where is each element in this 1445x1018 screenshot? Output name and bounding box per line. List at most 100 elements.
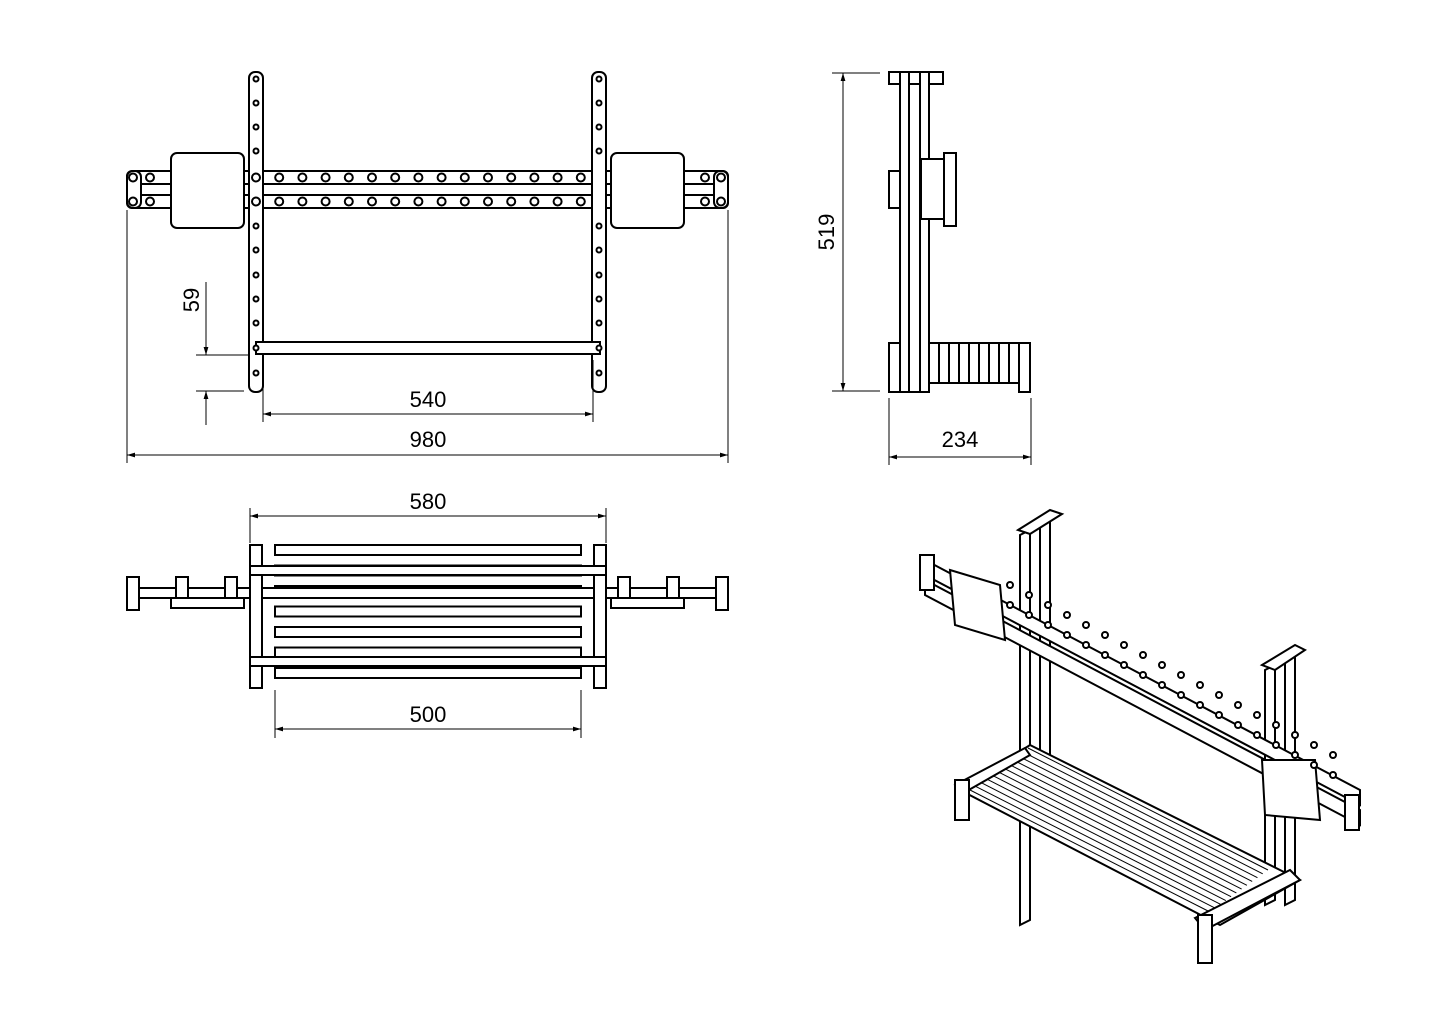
- bolt-hole: [1044, 601, 1052, 609]
- isometric-view: [919, 508, 1361, 964]
- bolt-hole: [1158, 661, 1166, 669]
- front-view: [126, 71, 729, 393]
- upright-hole: [252, 222, 260, 230]
- dim-label-980: 980: [410, 427, 447, 452]
- front-dimensions: 540 980 59: [126, 210, 729, 463]
- bolt-hole: [716, 196, 726, 207]
- bolt-hole: [1101, 651, 1109, 659]
- bolt-hole: [1082, 641, 1090, 649]
- bolt-hole: [413, 196, 424, 207]
- shelf-slat: [938, 342, 950, 384]
- bolt-hole: [700, 172, 710, 183]
- upright-hole: [252, 295, 260, 303]
- bolt-hole: [1234, 701, 1242, 709]
- bolt-hole: [413, 172, 424, 183]
- upright-hole: [595, 295, 603, 303]
- bolt-hole: [1139, 651, 1147, 659]
- bolt-hole: [1253, 711, 1261, 719]
- upright-hole: [252, 344, 260, 352]
- bolt-hole: [1310, 741, 1318, 749]
- dim-label-500: 500: [410, 702, 447, 727]
- upright-hole: [595, 75, 603, 83]
- side-view: [888, 71, 1031, 393]
- iso-plate-left: [948, 568, 1007, 642]
- upright-hole: [252, 271, 260, 279]
- bolt-hole: [1310, 761, 1318, 769]
- bolt-hole: [459, 196, 470, 207]
- bolt-hole: [1196, 681, 1204, 689]
- top-view: [126, 544, 729, 689]
- upright-hole: [252, 75, 260, 83]
- bolt-hole: [1025, 591, 1033, 599]
- bolt-hole: [529, 196, 540, 207]
- upright-hole: [595, 271, 603, 279]
- bolt-hole: [1044, 621, 1052, 629]
- shelf-slat: [274, 605, 582, 618]
- shelf-slat: [958, 342, 970, 384]
- shelf-slat: [1022, 751, 1263, 875]
- bolt-hole: [506, 196, 517, 207]
- dim-label-540: 540: [410, 387, 447, 412]
- shelf-slat: [274, 544, 582, 556]
- shelf-slat: [1006, 762, 1248, 886]
- bolt-hole: [274, 196, 285, 207]
- shelf-slat: [980, 781, 1221, 905]
- bolt-hole: [483, 172, 493, 183]
- bolt-hole: [251, 196, 261, 207]
- bolt-hole: [343, 196, 354, 207]
- bolt-hole: [297, 196, 308, 207]
- left-upright: [248, 71, 264, 393]
- shelf-slat: [948, 342, 960, 384]
- shelf-slat: [928, 342, 940, 384]
- shelf-slat: [969, 789, 1211, 913]
- bolt-hole: [436, 172, 447, 183]
- upright-hole: [252, 147, 260, 155]
- bolt-hole: [1234, 721, 1242, 729]
- dim-label-234: 234: [942, 427, 979, 452]
- bolt-hole: [1329, 771, 1337, 779]
- bolt-hole: [367, 172, 377, 183]
- bolt-hole: [145, 196, 155, 207]
- upright-hole: [252, 99, 260, 107]
- side-dimensions: 519 234: [814, 72, 1032, 465]
- bolt-hole: [1006, 601, 1014, 609]
- upright-hole: [252, 319, 260, 327]
- bolt-hole: [128, 172, 138, 183]
- bolt-hole: [529, 172, 540, 183]
- shelf-slat: [1027, 747, 1269, 871]
- shelf-slat: [988, 342, 1000, 384]
- bolt-hole: [436, 196, 447, 207]
- bolt-hole: [716, 172, 726, 183]
- bolt-hole: [145, 172, 155, 183]
- bolt-hole: [390, 172, 401, 183]
- shelf-slat: [1008, 342, 1020, 384]
- upright-hole: [595, 319, 603, 327]
- bolt-hole: [1329, 751, 1337, 759]
- bolt-hole: [575, 172, 586, 183]
- bolt-holes: [128, 75, 726, 377]
- bolt-hole: [1291, 731, 1299, 739]
- dim-label-580: 580: [410, 489, 447, 514]
- bolt-hole: [320, 196, 331, 207]
- bolt-hole: [1158, 681, 1166, 689]
- bolt-hole: [390, 196, 401, 207]
- shelf-slat: [1001, 766, 1242, 890]
- shelf-slat: [1017, 755, 1258, 879]
- bolt-hole: [506, 172, 517, 183]
- bolt-hole: [1120, 661, 1128, 669]
- mount-plate-right: [610, 152, 685, 229]
- bottom-bar: [255, 341, 601, 355]
- upright-hole: [595, 123, 603, 131]
- top-dimensions: 580 500: [249, 489, 607, 738]
- shelf-slat: [990, 774, 1232, 898]
- shelf-slat: [978, 342, 990, 384]
- bolt-hole: [1006, 581, 1014, 589]
- bolt-hole: [1025, 611, 1033, 619]
- dim-label-59: 59: [179, 288, 204, 312]
- bolt-hole: [1196, 701, 1204, 709]
- upright-hole: [595, 369, 603, 377]
- upright-hole: [252, 246, 260, 254]
- bolt-hole: [459, 172, 470, 183]
- upright-hole: [252, 369, 260, 377]
